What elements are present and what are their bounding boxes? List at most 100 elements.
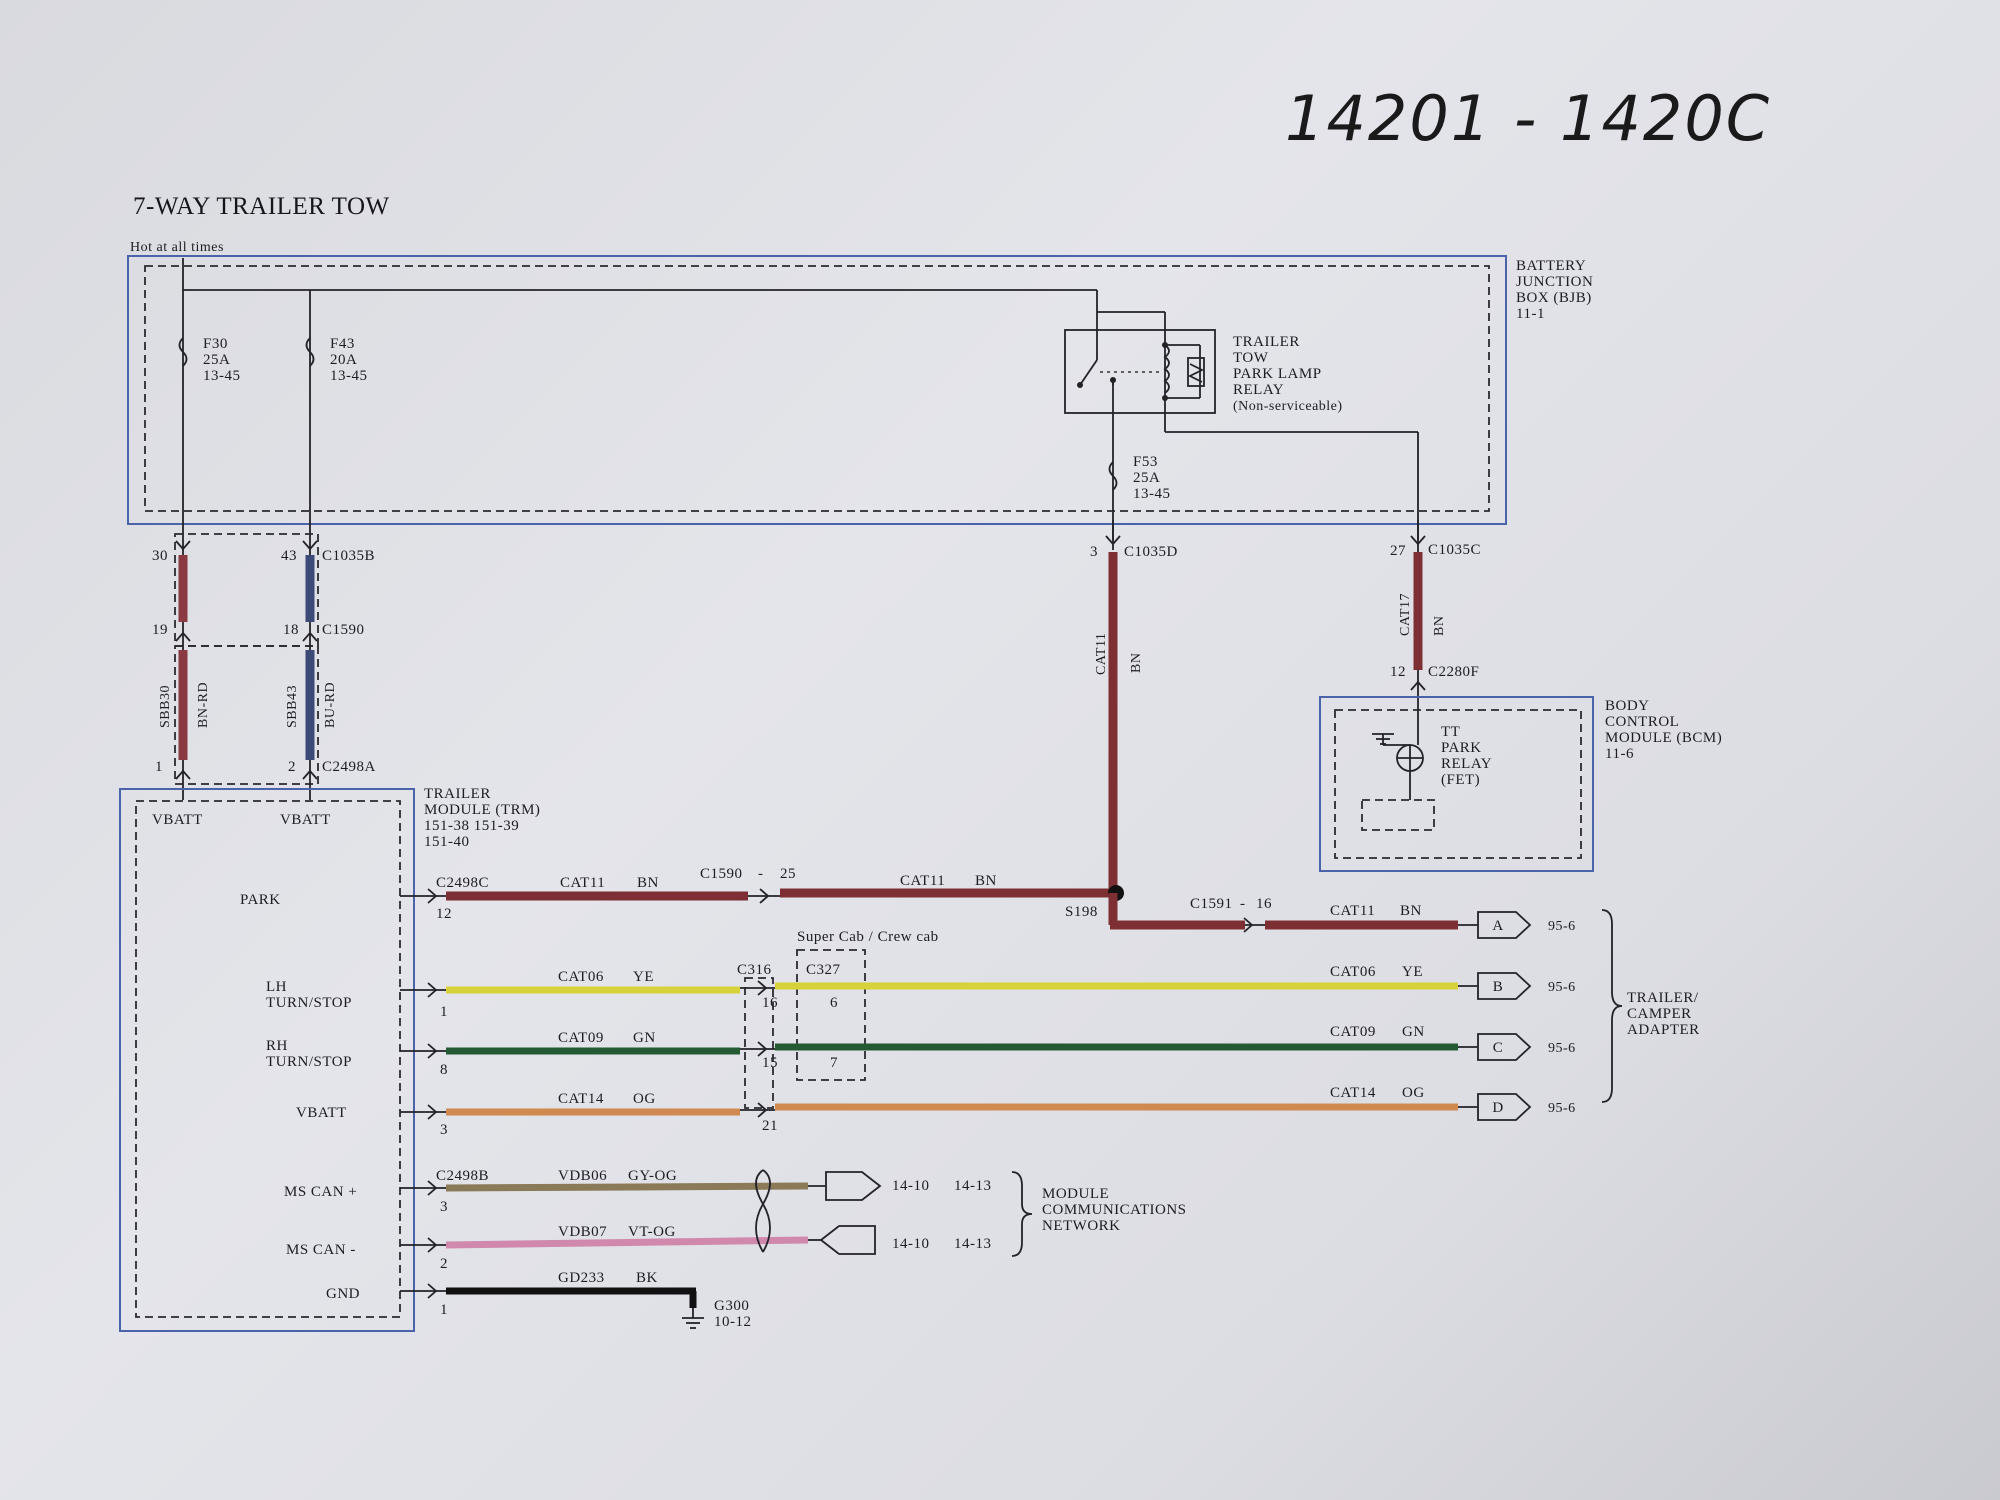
svg-text:C2498B: C2498B <box>436 1168 489 1184</box>
svg-text:TRAILER: TRAILER <box>1233 334 1300 350</box>
svg-text:F53: F53 <box>1133 454 1158 470</box>
fuse-f53: F53 25A 13-45 <box>1108 454 1171 502</box>
trm-pin-park: PARK <box>240 892 281 908</box>
svg-text:F30: F30 <box>203 336 228 352</box>
cat17-wire <box>1410 520 1426 700</box>
cat14-labels: 3 CAT14 OG 21 CAT14 OG <box>440 1085 1425 1138</box>
svg-text:NETWORK: NETWORK <box>1042 1218 1121 1234</box>
sbb30-color-label: BN-RD <box>196 682 211 728</box>
trm-pin-lh-turn: TURN/STOP <box>266 995 352 1011</box>
svg-text:BN: BN <box>1400 903 1422 919</box>
svg-text:1: 1 <box>440 1302 448 1318</box>
svg-text:CONTROL: CONTROL <box>1605 714 1679 730</box>
svg-text:BN: BN <box>975 873 997 889</box>
c316-label: C316 <box>737 962 772 978</box>
hot-at-all-times-label: Hot at all times <box>130 240 224 255</box>
tt-park-relay-fet <box>1361 700 1435 831</box>
svg-text:A: A <box>1492 918 1503 934</box>
gd233-wire <box>400 1283 704 1329</box>
svg-text:VDB07: VDB07 <box>558 1224 607 1240</box>
c1035c-label: C1035C <box>1428 542 1481 558</box>
svg-text:YE: YE <box>1402 964 1423 980</box>
sbb30-circuit-label: SBB30 <box>158 685 173 728</box>
bcm-label: BODY CONTROL MODULE (BCM) 11-6 <box>1605 698 1722 762</box>
svg-text:S198: S198 <box>1065 904 1098 920</box>
svg-text:151-38 151-39: 151-38 151-39 <box>424 818 519 834</box>
cat14-wire <box>400 1102 1478 1120</box>
relay-label: TRAILER TOW PARK LAMP RELAY (Non-service… <box>1233 334 1343 414</box>
svg-text:RELAY: RELAY <box>1233 382 1284 398</box>
svg-text:C2498A: C2498A <box>322 759 376 775</box>
svg-text:11-1: 11-1 <box>1516 306 1545 322</box>
svg-text:PARK LAMP: PARK LAMP <box>1233 366 1322 382</box>
c2280f-pin: 12 <box>1390 664 1406 680</box>
bjb-label: BATTERY JUNCTION BOX (BJB) 11-1 <box>1516 258 1593 322</box>
svg-text:CAT11: CAT11 <box>1330 903 1375 919</box>
c1035b-label: 30 43 C1035B <box>152 548 375 564</box>
svg-text:OG: OG <box>1402 1085 1425 1101</box>
svg-text:G300: G300 <box>714 1298 749 1314</box>
cat09-labels: 8 CAT09 GN 15 7 CAT09 GN <box>440 1024 1425 1078</box>
svg-text:ADAPTER: ADAPTER <box>1627 1022 1700 1038</box>
svg-text:VDB06: VDB06 <box>558 1168 607 1184</box>
bcm-dashed-border <box>1334 709 1582 859</box>
cat17-circuit-label: CAT17 <box>1398 593 1413 636</box>
svg-text:GD233: GD233 <box>558 1270 605 1286</box>
svg-text:21: 21 <box>762 1118 778 1134</box>
module-communications-network-label: MODULE COMMUNICATIONS NETWORK <box>1042 1186 1187 1234</box>
trm-vbatt-a: VBATT <box>152 812 203 828</box>
trailer-tow-park-lamp-relay <box>1064 312 1216 414</box>
vdb06-wire <box>400 1171 882 1201</box>
svg-text:B: B <box>1493 979 1504 995</box>
svg-text:BOX (BJB): BOX (BJB) <box>1516 290 1592 306</box>
svg-text:CAT11: CAT11 <box>560 875 605 891</box>
svg-text:COMMUNICATIONS: COMMUNICATIONS <box>1042 1202 1187 1218</box>
svg-text:7: 7 <box>830 1055 838 1071</box>
svg-text:14-13: 14-13 <box>954 1178 992 1194</box>
sbb43-circuit-label: SBB43 <box>285 685 300 728</box>
trm-label: TRAILER MODULE (TRM) 151-38 151-39 151-4… <box>424 786 540 850</box>
svg-text:14-13: 14-13 <box>954 1236 992 1252</box>
svg-text:C2498C: C2498C <box>436 875 489 891</box>
trm-pin-vbatt: VBATT <box>296 1105 347 1121</box>
svg-text:GN: GN <box>1402 1024 1425 1040</box>
svg-text:CAT09: CAT09 <box>1330 1024 1376 1040</box>
adapter-brace <box>1601 909 1623 1103</box>
svg-text:MODULE: MODULE <box>1042 1186 1109 1202</box>
cat06-labels: 1 CAT06 YE 16 6 CAT06 YE <box>440 964 1423 1020</box>
svg-text:43: 43 <box>281 548 297 564</box>
svg-text:(Non-serviceable): (Non-serviceable) <box>1233 399 1343 414</box>
svg-text:13-45: 13-45 <box>1133 486 1171 502</box>
vdb07-wire <box>400 1225 876 1255</box>
svg-text:CAT09: CAT09 <box>558 1030 604 1046</box>
svg-text:13-45: 13-45 <box>203 368 241 384</box>
svg-text:2: 2 <box>440 1256 448 1272</box>
svg-text:CAT06: CAT06 <box>558 969 604 985</box>
svg-text:6: 6 <box>830 995 838 1011</box>
svg-text:8: 8 <box>440 1062 448 1078</box>
svg-text:MODULE (TRM): MODULE (TRM) <box>424 802 540 818</box>
svg-text:MODULE (BCM): MODULE (BCM) <box>1605 730 1722 746</box>
trm-pin-rh-turn: TURN/STOP <box>266 1054 352 1070</box>
svg-text:95-6: 95-6 <box>1548 1101 1576 1116</box>
svg-text:3: 3 <box>440 1122 448 1138</box>
trm-pin-mscan-plus: MS CAN + <box>284 1184 357 1200</box>
c2280f-label: C2280F <box>1428 664 1479 680</box>
terminal-a: A 95-6 <box>1477 911 1576 939</box>
trm-dashed-border <box>135 800 401 1318</box>
c327-dashed-box <box>796 949 866 1081</box>
svg-text:95-6: 95-6 <box>1548 980 1576 995</box>
svg-text:-: - <box>1240 896 1246 912</box>
svg-text:95-6: 95-6 <box>1548 919 1576 934</box>
svg-text:25: 25 <box>780 866 796 882</box>
trailer-camper-adapter-label: TRAILER/ CAMPER ADAPTER <box>1627 990 1700 1038</box>
svg-text:C1590: C1590 <box>322 622 365 638</box>
svg-text:CAT06: CAT06 <box>1330 964 1376 980</box>
cat06-wire <box>400 980 1478 998</box>
gnd-labels: 1 GD233 BK G300 10-12 <box>440 1270 751 1330</box>
can-twisted-pair <box>755 1169 771 1253</box>
svg-text:13-45: 13-45 <box>330 368 368 384</box>
handwritten-note: 14201 - 1420C <box>1285 82 1771 155</box>
